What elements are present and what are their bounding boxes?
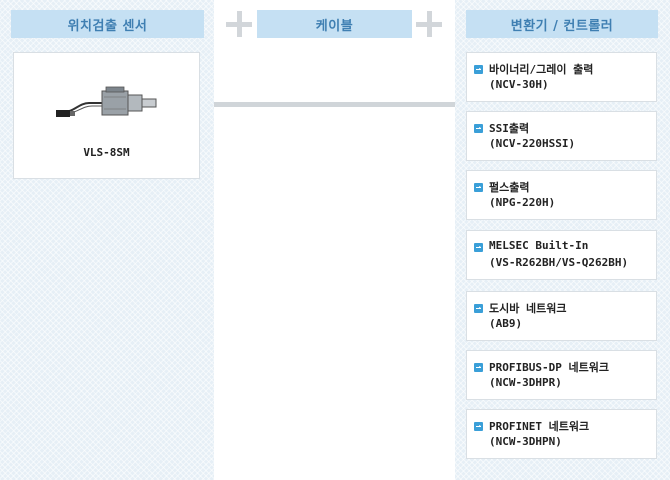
converter-model: (NPG-220H) xyxy=(489,196,556,209)
plus-icon xyxy=(416,11,442,37)
sensor-product-image xyxy=(56,86,157,117)
arrow-right-icon xyxy=(474,243,483,252)
arrow-right-icon xyxy=(474,304,483,313)
arrow-right-icon xyxy=(474,183,483,192)
arrow-right-icon xyxy=(474,124,483,133)
cable-connector-line xyxy=(214,102,455,107)
converter-item[interactable]: 바이너리/그레이 출력 (NCV-30H) xyxy=(466,52,657,102)
converter-item[interactable]: 펄스출력 (NPG-220H) xyxy=(466,170,657,220)
converter-name: PROFINET 네트워크 xyxy=(489,420,590,433)
arrow-right-icon xyxy=(474,65,483,74)
converter-column-header: 변환기 / 컨트롤러 xyxy=(466,10,658,38)
sensor-card[interactable]: VLS-8SM xyxy=(13,52,200,179)
converter-item[interactable]: MELSEC Built-In (VS-R262BH/VS-Q262BH) xyxy=(466,230,657,280)
plus-icon xyxy=(226,11,252,37)
converter-name: MELSEC Built-In xyxy=(489,239,589,252)
converter-name: 도시바 네트워크 xyxy=(489,302,567,315)
converter-item[interactable]: PROFIBUS-DP 네트워크 (NCW-3DHPR) xyxy=(466,350,657,400)
converter-name: 바이너리/그레이 출력 xyxy=(489,63,594,76)
cable-column-header: 케이블 xyxy=(257,10,412,38)
sensor-model-label: VLS-8SM xyxy=(83,146,130,159)
converter-model: (NCV-30H) xyxy=(489,78,549,91)
arrow-right-icon xyxy=(474,422,483,431)
converter-model: (NCW-3DHPR) xyxy=(489,376,562,389)
sensor-column-header: 위치검출 센서 xyxy=(11,10,204,38)
converter-item[interactable]: SSI출력 (NCV-220HSSI) xyxy=(466,111,657,161)
converter-model: (VS-R262BH/VS-Q262BH) xyxy=(489,256,629,269)
converter-name: SSI출력 xyxy=(489,122,530,135)
converter-model: (NCW-3DHPN) xyxy=(489,435,562,448)
arrow-right-icon xyxy=(474,363,483,372)
converter-item[interactable]: 도시바 네트워크 (AB9) xyxy=(466,291,657,341)
converter-model: (AB9) xyxy=(489,317,523,330)
converter-model: (NCV-220HSSI) xyxy=(489,137,576,150)
converter-item[interactable]: PROFINET 네트워크 (NCW-3DHPN) xyxy=(466,409,657,459)
converter-name: 펄스출력 xyxy=(489,181,530,194)
converter-name: PROFIBUS-DP 네트워크 xyxy=(489,361,609,374)
